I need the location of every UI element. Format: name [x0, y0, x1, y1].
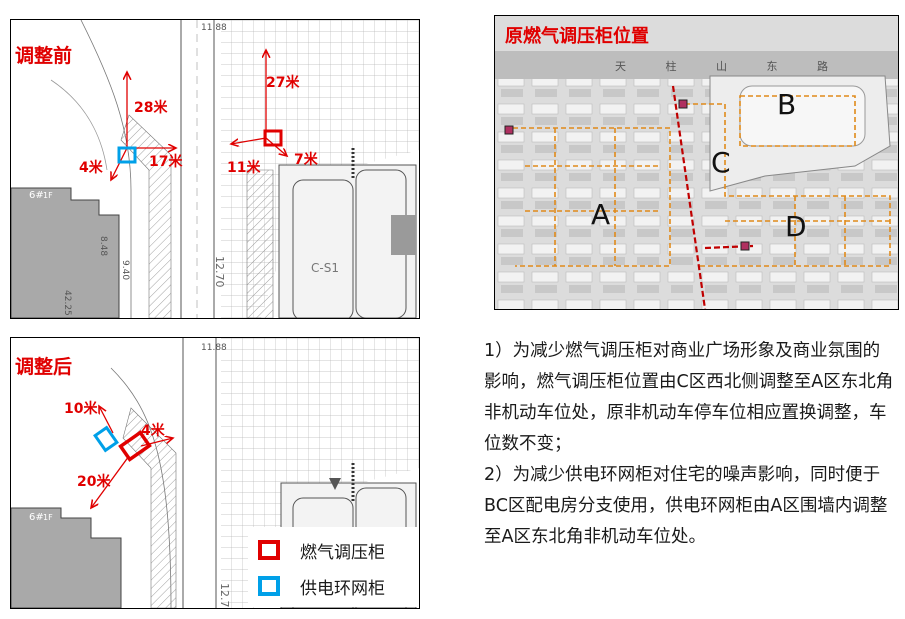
svg-text:12.70: 12.70 [218, 583, 231, 608]
svg-text:42.25: 42.25 [62, 290, 72, 316]
zone-d-label: D [785, 210, 807, 243]
svg-text:12.70: 12.70 [213, 256, 226, 288]
svg-text:11.88: 11.88 [201, 343, 227, 353]
gas-cabinet-icon [258, 540, 280, 560]
description-item-2: 2）为减少供电环网柜对住宅的噪声影响，同时便于BC区配电房分支使用，供电环网柜由… [484, 465, 888, 547]
power-cabinet-icon [93, 425, 119, 453]
dim-11m: 11米 [227, 159, 261, 176]
after-title: 调整后 [15, 355, 72, 378]
svg-text:1F: 1F [43, 513, 53, 522]
svg-text:9.40: 9.40 [120, 260, 130, 280]
dim-4m: 4米 [141, 422, 166, 439]
svg-text:6#: 6# [29, 512, 44, 523]
before-plan-drawing: 11.88 12.70 C-S1 6# 1F 8.48 9.40 42.25 调… [11, 20, 419, 318]
legend-item-power: 供电环网柜 [258, 571, 385, 601]
gas-cabinet-marker [740, 241, 750, 251]
site-aerial-map: 天 柱 山 东 路 A B C D 原燃气调压柜位置 [495, 16, 898, 309]
original-location-map: 天 柱 山 东 路 A B C D 原燃气调压柜位置 [494, 15, 899, 310]
legend: 燃气调压柜 供电环网柜 [248, 527, 418, 607]
gas-cabinet-icon [118, 430, 152, 462]
before-title: 调整前 [15, 44, 72, 67]
legend-label-power: 供电环网柜 [300, 578, 385, 599]
dim-17m: 17米 [149, 153, 183, 170]
svg-text:11.88: 11.88 [201, 23, 227, 33]
svg-text:6#: 6# [29, 190, 44, 201]
before-adjustment-plan: 11.88 12.70 C-S1 6# 1F 8.48 9.40 42.25 调… [10, 19, 420, 319]
gas-cabinet-marker [504, 125, 514, 135]
dim-27m: 27米 [266, 74, 300, 91]
dim-20m: 20米 [77, 473, 111, 490]
svg-text:1F: 1F [43, 191, 53, 200]
dim-4m: 4米 [79, 159, 104, 176]
dim-28m: 28米 [134, 99, 168, 116]
gas-cabinet-icon [263, 129, 283, 147]
power-cabinet-icon [258, 576, 280, 596]
map-title: 原燃气调压柜位置 [505, 25, 649, 47]
gas-cabinet-marker [678, 99, 688, 109]
zone-c-label: C [711, 146, 731, 179]
zone-a-label: A [591, 198, 610, 231]
dim-10m: 10米 [64, 400, 98, 417]
residential-building-6 [11, 187, 120, 318]
legend-label-gas: 燃气调压柜 [300, 542, 385, 563]
dim-7m: 7米 [294, 151, 319, 168]
description-item-1: 1）为减少燃气调压柜对商业广场形象及商业氛围的影响，燃气调压柜位置由C区西北侧调… [484, 341, 894, 454]
svg-text:8.48: 8.48 [98, 236, 108, 256]
zone-b-label: B [777, 88, 796, 121]
legend-item-gas: 燃气调压柜 [258, 535, 385, 565]
svg-text:C-S1: C-S1 [311, 261, 339, 275]
road-label: 天 柱 山 东 路 [615, 59, 846, 73]
adjustment-description: 1）为减少燃气调压柜对商业广场形象及商业氛围的影响，燃气调压柜位置由C区西北侧调… [484, 336, 894, 553]
power-cabinet-icon [117, 146, 137, 164]
